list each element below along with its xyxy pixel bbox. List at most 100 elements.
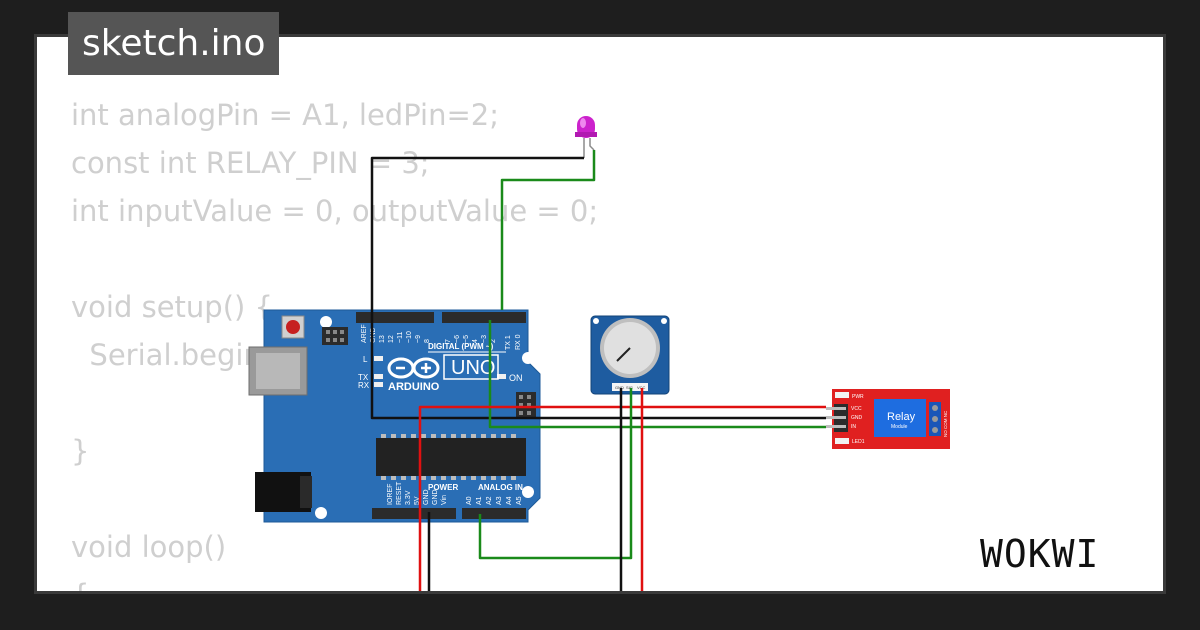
relay-contacts-label: NO COM NC [943,410,948,437]
pin-label: ~3 [481,335,488,343]
code-line: { [71,571,598,591]
reset-button-cap[interactable] [286,320,300,334]
terminal-screw [932,427,938,433]
pin-label: IOREF [387,484,394,505]
pin-label: 12 [388,335,395,343]
relay-pin-label: GND [851,415,863,421]
potentiometer-pin-strip [612,383,648,391]
digital-pin-labels: AREF GND 13 12 ~11 ~10 ~9 8 7 ~6 ~5 4 ~3… [361,324,522,350]
wire-5v-to-relay-vcc[interactable] [418,405,826,512]
digital-label: DIGITAL (PWM ~) [428,342,494,351]
pin-label: ~10 [406,331,413,343]
code-line: void setup() { [71,290,273,324]
relay-pin-label: IN [851,424,856,430]
pin-label: ~9 [415,335,422,343]
usb-port-inner [256,353,300,389]
mounting-hole [522,352,534,364]
arduino-brand: ARDUINO [388,381,440,393]
mounting-hole [315,507,327,519]
pin-label: A0 [466,496,473,505]
wire-led-to-pin2[interactable] [500,150,596,310]
relay-label: Relay [887,411,916,423]
wire-pot-to-a1[interactable] [478,388,633,560]
pin-label: GND [423,489,430,505]
pin-label: 13 [379,335,386,343]
led-highlight [580,118,586,128]
pin-label: 3.3V [405,490,412,505]
power-pin-labels: IOREF RESET 3.3V 5V GND GND Vin [387,481,448,505]
pin-label: GND [370,327,377,343]
relay-module[interactable]: PWR LED1 VCC GND IN Relay Module NO COM … [826,389,950,449]
potentiometer[interactable]: GND SIG VCC [590,315,670,395]
on-led [497,374,506,379]
code-editor: int analogPin = A1, ledPin=2;const int R… [71,91,599,591]
relay-pwr-led [835,392,849,398]
relay-status-led [835,438,849,444]
relay-pin-label: VCC [851,406,862,412]
relay-pin [826,425,846,428]
pin-label: 7 [445,339,452,343]
pin-label: A1 [476,496,483,505]
atmega-chip [376,438,526,476]
barrel-jack-tip [300,476,312,508]
pin-label: ~11 [397,332,404,343]
pin-label: 8 [424,339,431,343]
relay-pwr-label: PWR [852,394,864,400]
arduino-logo-icon [387,357,440,379]
pin-label: Vin [441,495,448,505]
l-led [374,356,383,361]
canvas-card: int analogPin = A1, ledPin=2;const int R… [34,34,1166,594]
rx-led [374,382,383,387]
pin-label: 4 [472,339,479,343]
pin-label: GND [432,489,439,505]
pin-label: RESET [396,481,403,505]
relay-sublabel: Module [891,424,908,430]
power-label: POWER [428,483,458,492]
wire-pin3-to-relay-in[interactable] [488,320,826,429]
code-line: void loop() [71,530,227,564]
analog-label: ANALOG IN [478,483,523,492]
led-rim [575,132,597,137]
mounting-hole [320,316,332,328]
power-header [372,508,456,519]
l-label: L [363,355,368,364]
code-line: Serial.begin( [71,338,274,372]
analog-header [462,508,526,519]
uno-box [443,354,499,380]
pin-label: A5 [516,496,523,505]
on-label: ON [509,373,523,383]
wokwi-logo: WOKWI [980,532,1099,576]
pin-label: 5V [414,496,421,505]
pin-label: AREF [361,324,368,343]
analog-pin-labels: A0 A1 A2 A3 A4 A5 [466,496,523,505]
pin-label: A4 [506,496,513,505]
wires [370,150,826,591]
code-line: int inputValue = 0, outputValue = 0; [71,194,599,228]
pin-label: TX 1 [505,335,512,350]
tx-label: TX [358,373,369,382]
wire-gnd-led-relay[interactable] [370,156,826,420]
mounting-hole [593,318,599,324]
pin-label: A2 [486,496,493,505]
uno-label: UNO [451,357,495,379]
icsp-header [322,327,348,345]
terminal-screw [932,405,938,411]
tx-led [374,374,383,379]
chip-pins [381,434,516,480]
mounting-hole [661,318,667,324]
pin-label: 2 [490,339,497,343]
led-leg [589,138,595,151]
pin-label: ~6 [454,335,461,343]
pin-label: A3 [496,496,503,505]
pot-pin-label: GND [615,385,624,390]
mounting-hole [522,486,534,498]
pin-label: RX 0 [515,334,522,350]
arduino-uno-board[interactable]: AREF GND 13 12 ~11 ~10 ~9 8 7 ~6 ~5 4 ~3… [248,309,541,523]
pot-pin-label: VCC [637,385,646,390]
relay-block [874,399,926,437]
code-line: } [71,434,90,468]
pin-label: ~5 [463,335,470,343]
led[interactable] [575,116,597,158]
project-title[interactable]: sketch.ino [68,12,280,75]
